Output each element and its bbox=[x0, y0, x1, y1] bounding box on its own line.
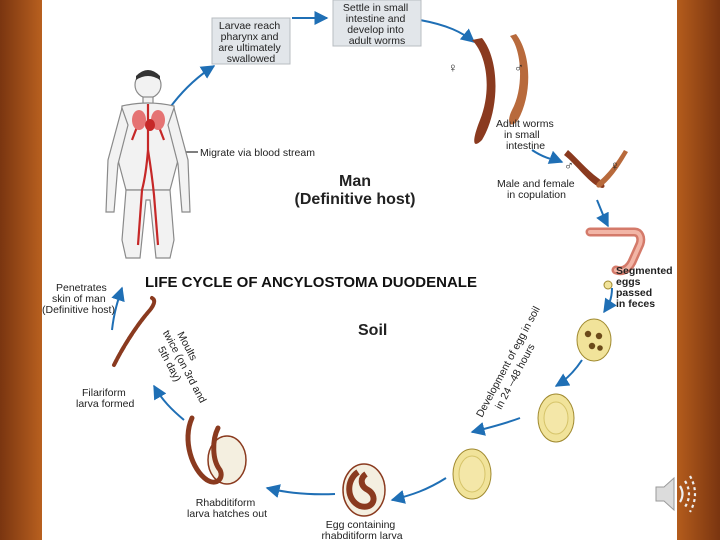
egg-early bbox=[576, 318, 612, 362]
larvae-reach-box bbox=[211, 17, 291, 65]
egg-morula-1 bbox=[537, 393, 575, 443]
egg-containing-label: Egg containing rhabditiform larva bbox=[321, 519, 402, 540]
settle-label: Settle in small intestine and develop in… bbox=[343, 2, 411, 47]
male-female-label: Male and female in copulation bbox=[497, 178, 578, 201]
copulation-worms bbox=[564, 150, 628, 188]
migrate-label: Migrate via blood stream bbox=[200, 147, 315, 159]
penetrates-label: Penetrates skin of man (Definitive host) bbox=[42, 282, 115, 316]
host-subtitle: (Definitive host) bbox=[295, 191, 416, 208]
adult-worms-label: Adult worms in small intestine bbox=[496, 118, 557, 152]
rhabditiform-larva bbox=[185, 415, 247, 485]
diagram-title: LIFE CYCLE OF ANCYLOSTOMA DUODENALE bbox=[145, 274, 477, 291]
speaker-icon[interactable] bbox=[650, 470, 700, 518]
adult-worms bbox=[472, 34, 529, 144]
feces-egg bbox=[603, 280, 613, 290]
egg-with-larva bbox=[342, 463, 386, 517]
egg-morula-2 bbox=[452, 448, 492, 500]
heart-lungs bbox=[132, 110, 165, 131]
intestine bbox=[585, 227, 646, 276]
settle-box bbox=[332, 0, 422, 47]
host-title: Man bbox=[339, 173, 371, 190]
male-symbol-copulation: ♂ bbox=[564, 158, 574, 173]
filariform-larva bbox=[112, 296, 157, 367]
female-symbol-copulation: ♀ bbox=[610, 158, 620, 173]
segmented-label: Segmented eggs passed in feces bbox=[616, 265, 676, 310]
soil-label: Soil bbox=[358, 322, 387, 339]
female-symbol-top: ♀ bbox=[448, 60, 458, 75]
human-figure bbox=[105, 70, 191, 259]
moults-label: Moults twice (on 3rd and 5th day) bbox=[149, 323, 220, 414]
left-border bbox=[0, 0, 42, 540]
life-cycle-diagram: Larvae reach pharynx and are ultimately … bbox=[42, 0, 676, 540]
larvae-reach-label: Larvae reach pharynx and are ultimately … bbox=[218, 20, 283, 65]
slide: Larvae reach pharynx and are ultimately … bbox=[42, 0, 677, 540]
filariform-label: Filariform larva formed bbox=[76, 387, 135, 410]
right-border bbox=[677, 0, 720, 540]
male-symbol-top: ♂ bbox=[514, 60, 524, 75]
rhabditiform-label: Rhabditiform larva hatches out bbox=[187, 497, 267, 520]
